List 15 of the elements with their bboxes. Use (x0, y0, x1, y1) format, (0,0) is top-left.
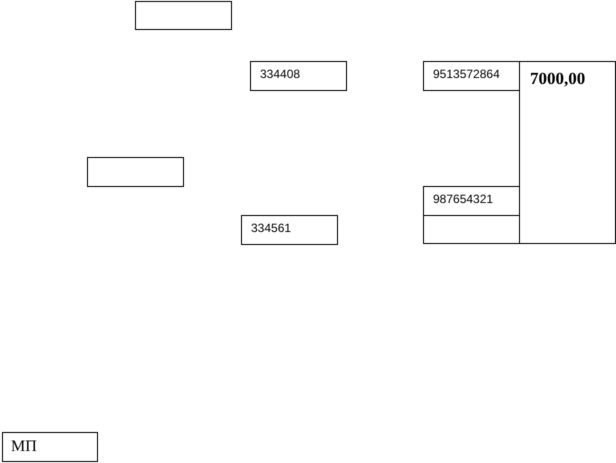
field-number: 987654321 (432, 191, 494, 206)
number-field-box (423, 61, 520, 91)
value-field-box (519, 61, 616, 244)
number-field-box (241, 215, 338, 245)
field-number: 9513572864 (432, 66, 500, 81)
number-field-box (250, 61, 347, 91)
stamp-place-label: МП (10, 437, 37, 456)
number-field-box (423, 186, 520, 216)
field-number: 334408 (259, 66, 300, 81)
field-number: 334561 (250, 220, 292, 235)
blank-field-box (135, 1, 232, 30)
value-field-box (2, 432, 98, 462)
amount-value: 7000,00 (529, 68, 586, 89)
blank-field-box (87, 157, 184, 187)
blank-field-box (423, 215, 520, 244)
